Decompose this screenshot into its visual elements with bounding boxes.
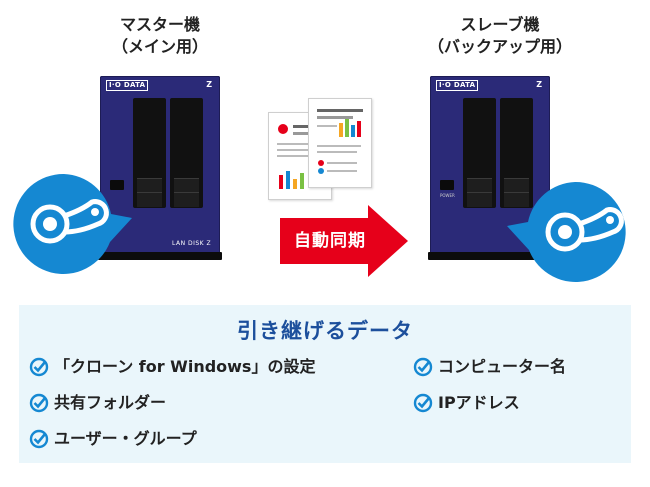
drive-bay-2 bbox=[170, 98, 203, 208]
panel-title: 引き継げるデータ bbox=[237, 319, 413, 343]
check-circle-icon bbox=[413, 393, 433, 413]
check-circle-icon bbox=[29, 357, 49, 377]
slave-title: スレーブ機 （バックアップ用） bbox=[410, 14, 590, 58]
master-title: マスター機 （メイン用） bbox=[80, 14, 240, 58]
nas-product-label: LAN DISK Z bbox=[172, 240, 212, 247]
list-item-label: 「クローン for Windows」の設定 bbox=[54, 357, 316, 376]
document-content-icon bbox=[277, 124, 321, 189]
power-button bbox=[440, 180, 454, 190]
master-title-line2: （メイン用） bbox=[111, 37, 208, 56]
clone-app-icon-slave bbox=[507, 181, 626, 282]
drive-bay-1 bbox=[133, 98, 166, 208]
list-item-label: ユーザー・グループ bbox=[54, 429, 197, 448]
list-item-label: コンピューター名 bbox=[438, 357, 567, 376]
check-circle-icon bbox=[413, 357, 433, 377]
check-circle-icon bbox=[29, 393, 49, 413]
list-item-label: IPアドレス bbox=[438, 393, 520, 412]
nas-model-mark: Z bbox=[206, 80, 212, 89]
drive-bay-2 bbox=[500, 98, 533, 208]
master-title-line1: マスター機 bbox=[119, 15, 200, 34]
nas-model-mark: Z bbox=[536, 80, 542, 89]
nas-brand-logo: I·O DATA bbox=[106, 80, 149, 91]
slave-title-line1: スレーブ機 bbox=[460, 15, 540, 34]
sync-label: 自動同期 bbox=[294, 231, 366, 251]
document-icon-front bbox=[308, 98, 372, 188]
transferable-data-panel: 引き継げるデータ 「クローン for Windows」の設定 共有フォルダー ユ… bbox=[19, 305, 631, 463]
drive-bay-1 bbox=[463, 98, 496, 208]
sync-arrow-body bbox=[280, 218, 370, 264]
list-item-label: 共有フォルダー bbox=[54, 393, 167, 412]
nas-foot bbox=[428, 252, 552, 260]
power-button bbox=[110, 180, 124, 190]
document-content-icon bbox=[317, 109, 363, 174]
power-button-label: POWER bbox=[440, 193, 455, 198]
clone-app-icon-master bbox=[13, 173, 132, 274]
nas-foot bbox=[98, 252, 222, 260]
check-circle-icon bbox=[29, 429, 49, 449]
sync-arrow-head bbox=[368, 205, 408, 277]
nas-brand-logo: I·O DATA bbox=[436, 80, 479, 91]
slave-title-line2: （バックアップ用） bbox=[427, 37, 572, 56]
